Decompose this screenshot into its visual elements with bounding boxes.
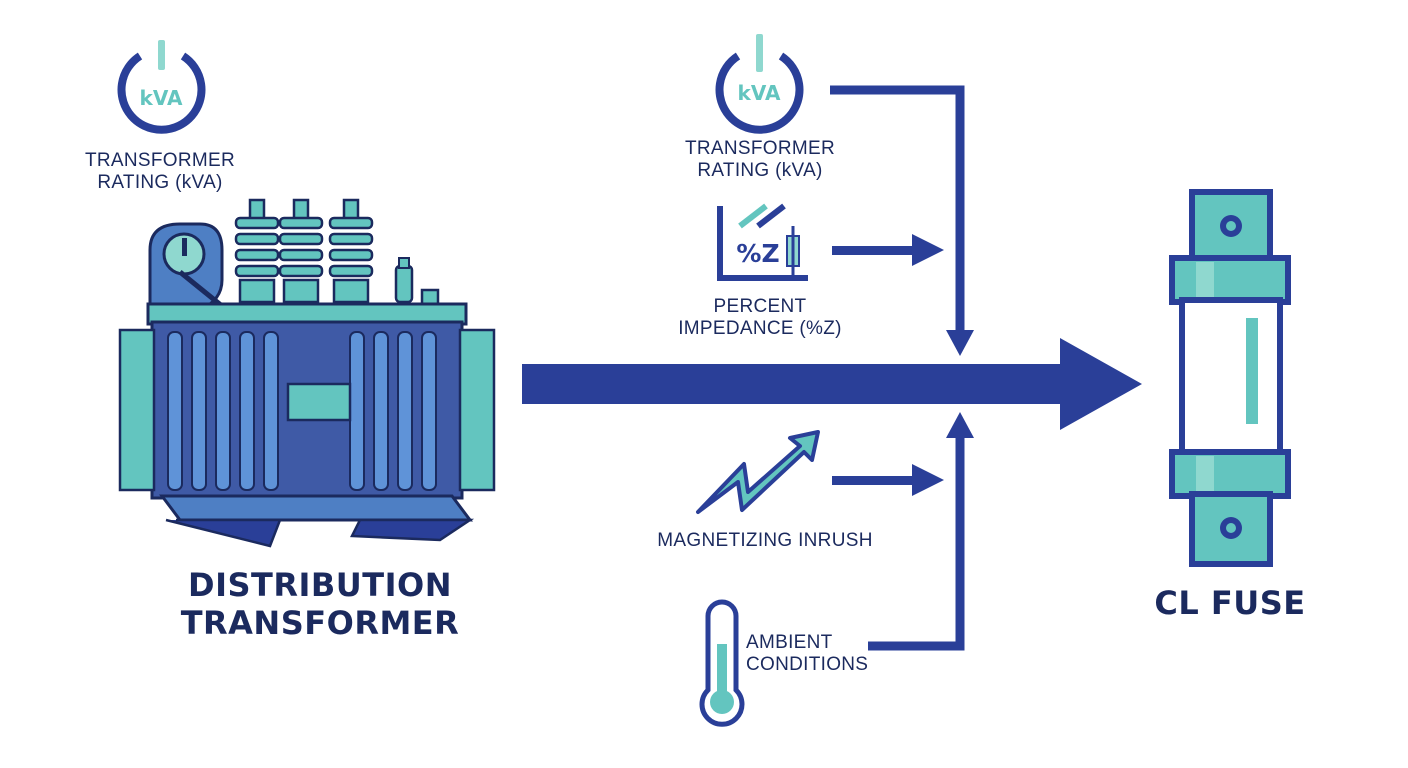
power-kva-icon: kVA xyxy=(715,34,804,134)
thermometer-icon xyxy=(699,599,745,727)
kva-symbol: kVA xyxy=(738,81,781,105)
fuse-label: CL FUSE xyxy=(1154,584,1306,622)
impedance-label: PERCENT IMPEDANCE (%Z) xyxy=(678,296,842,339)
inrush-spike-icon xyxy=(696,430,820,514)
impedance-symbol: %Z xyxy=(736,239,779,268)
transformer-label: DISTRIBUTION TRANSFORMER xyxy=(180,566,460,643)
rating-connector xyxy=(830,85,974,356)
ambient-label: AMBIENT CONDITIONS xyxy=(746,632,869,675)
impedance-arrow xyxy=(832,234,944,266)
inrush-arrow xyxy=(832,464,944,496)
left-rating-label: TRANSFORMER RATING (kVA) xyxy=(84,150,236,193)
power-kva-icon: kVA xyxy=(117,40,206,134)
cl-fuse-icon xyxy=(1169,189,1291,567)
transformer-icon xyxy=(118,198,496,548)
kva-symbol: kVA xyxy=(140,86,183,110)
main-flow-arrow xyxy=(522,338,1142,430)
ambient-connector xyxy=(868,412,974,651)
inrush-label: MAGNETIZING INRUSH xyxy=(657,530,873,551)
factor-rating-label: TRANSFORMER RATING (kVA) xyxy=(684,138,836,181)
percent-impedance-icon: %Z xyxy=(717,203,808,281)
